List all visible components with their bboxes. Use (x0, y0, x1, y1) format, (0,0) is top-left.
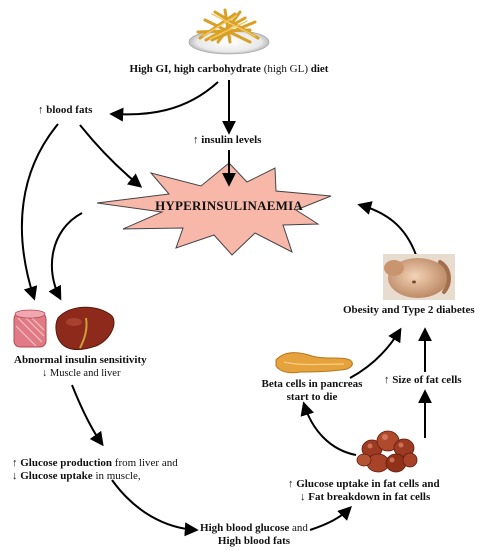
arrow-obesity-to-hyper (360, 205, 416, 255)
arrow-betacells-to-obesity (350, 330, 400, 378)
diet-label: High GI, high carbohydrate (high GL) die… (130, 63, 329, 76)
insulin-sensitivity-title: Abnormal insulin sensitivity (14, 354, 147, 367)
muscle-tissue-icon (14, 310, 46, 347)
arrow-sensitivity-to-glucose (72, 385, 102, 444)
glucose-production-l1-rest: from liver and (112, 457, 178, 469)
arrow-glucose-to-highblood (112, 480, 196, 530)
high-blood-line2: High blood fats (218, 535, 290, 548)
liver-icon (56, 307, 114, 349)
arrow-highblood-to-fatuptake (310, 508, 350, 530)
glucose-production-l2-rest: in muscle, (93, 470, 141, 482)
glucose-production-line2: ↓ Glucose uptake in muscle, (12, 470, 141, 483)
high-blood-l1-bold: High blood glucose (200, 522, 289, 534)
arrow-hyper-to-sensitivity (52, 213, 82, 298)
blood-fats-label: ↑ blood fats (38, 104, 92, 117)
fat-uptake-line1: ↑ Glucose uptake in fat cells and (288, 478, 440, 491)
pancreas-icon (276, 353, 352, 373)
hyperinsulinaemia-label: HYPERINSULINAEMIA (155, 198, 303, 214)
abdomen-photo-icon (383, 254, 455, 300)
insulin-levels-label: ↑ insulin levels (193, 134, 261, 147)
obesity-label: Obesity and Type 2 diabetes (343, 304, 475, 317)
beta-cells-line2: start to die (287, 391, 338, 404)
beta-cells-line1: Beta cells in pancreas (262, 378, 363, 391)
arrow-bloodfats-to-hyper (80, 125, 140, 186)
diet-label-normal: (high GL) (261, 63, 311, 75)
glucose-production-l1-prefix: ↑ (12, 457, 20, 469)
fat-cells-size-label: ↑ Size of fat cells (384, 374, 462, 387)
plate-of-fries-icon (189, 10, 269, 54)
diet-label-bold-end: diet (311, 63, 329, 75)
diet-label-bold: High GI, high carbohydrate (130, 63, 261, 75)
high-blood-line1: High blood glucose and (200, 522, 308, 535)
glucose-production-l1-bold: Glucose production (20, 457, 112, 469)
glucose-production-l2-prefix: ↓ (12, 470, 20, 482)
arrow-fatcells-to-betacells (304, 404, 356, 455)
high-blood-l1-rest: and (289, 522, 308, 534)
fat-uptake-line2: ↓ Fat breakdown in fat cells (300, 491, 430, 504)
fat-cells-icon (357, 431, 417, 472)
arrow-diet-to-bloodfats (112, 82, 218, 114)
glucose-production-line1: ↑ Glucose production from liver and (12, 457, 178, 470)
insulin-sensitivity-sub: ↓ Muscle and liver (42, 367, 120, 380)
glucose-production-l2-bold: Glucose uptake (20, 470, 92, 482)
